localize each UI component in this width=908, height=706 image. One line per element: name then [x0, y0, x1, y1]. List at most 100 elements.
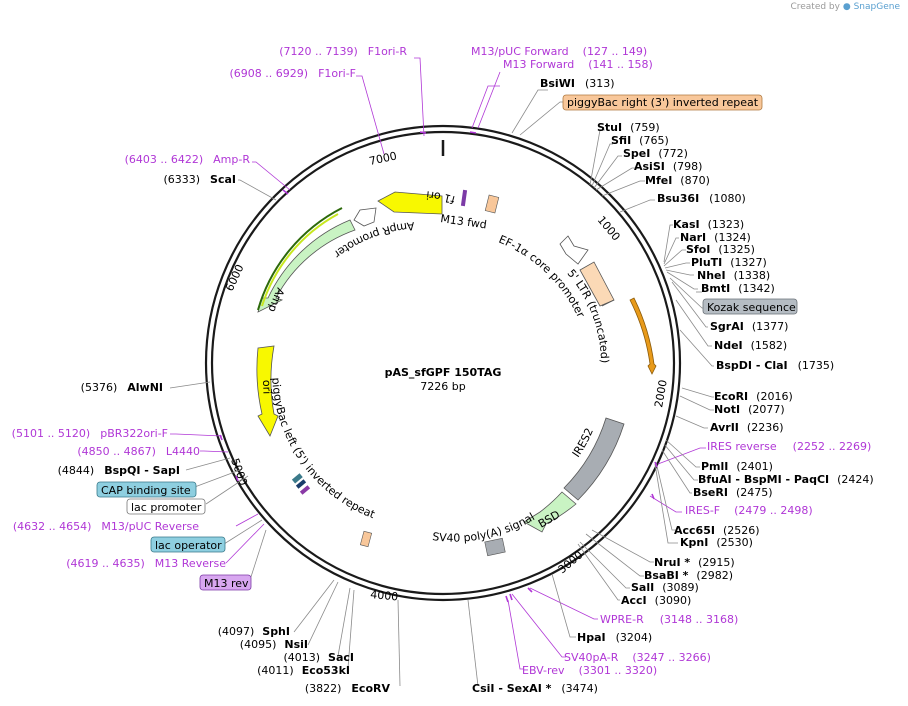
- enzyme-name[interactable]: ScaI: [210, 173, 236, 186]
- feature-f1-ori[interactable]: f1 ori: [377, 188, 456, 215]
- primer-label[interactable]: (5101 .. 5120)pBR322ori-F: [12, 427, 168, 440]
- piggybac-left-label: piggyBac left (5') inverted repeat: [269, 377, 377, 521]
- primer-labels: (7120 .. 7139)F1ori-R (6908 .. 6929)F1or…: [12, 45, 872, 677]
- enzyme-name[interactable]: BspDI - ClaI: [716, 359, 788, 372]
- enzyme-name[interactable]: SfoI: [686, 243, 710, 256]
- enzyme-name[interactable]: Bsu36I: [657, 192, 699, 205]
- enzyme-name[interactable]: PmlI: [701, 460, 728, 473]
- enzyme-name[interactable]: BseRI: [693, 486, 728, 499]
- box-lac-operator[interactable]: lac operator: [150, 536, 226, 553]
- svg-text:(4095)NsiI: (4095) NsiI: [240, 638, 308, 651]
- snapgene-logo: ●: [842, 2, 851, 12]
- primer-label[interactable]: (7120 .. 7139)F1ori-R: [279, 45, 407, 58]
- svg-text:SpeI(772): SpeI(772): [623, 147, 688, 160]
- svg-text:AsiSI(798): AsiSI (798): [634, 160, 702, 173]
- enzyme-pos: (3089): [662, 581, 699, 594]
- enzyme-name[interactable]: AvrII: [710, 421, 739, 434]
- lac-operator-label: lac operator: [155, 539, 222, 552]
- enzyme-name[interactable]: AlwNI: [127, 381, 163, 394]
- feature-ltr[interactable]: [579, 261, 615, 307]
- enzyme-name[interactable]: StuI: [597, 121, 622, 134]
- enzyme-pos: (1080): [709, 192, 746, 205]
- box-lac-promoter[interactable]: lac promoter: [126, 498, 206, 515]
- enzyme-name[interactable]: CsiI - SexAI *: [472, 682, 552, 695]
- lac-promoter-label: lac promoter: [131, 501, 202, 514]
- primer-label[interactable]: (6908 .. 6929)F1ori-F: [230, 67, 357, 80]
- enzyme-pos: (313): [585, 77, 615, 90]
- primer-label[interactable]: (4850 .. 4867)L4440: [77, 445, 200, 458]
- enzyme-name[interactable]: NarI: [680, 231, 706, 244]
- primer-label[interactable]: M13 Forward(141 .. 158): [503, 58, 653, 71]
- enzyme-pos: (2915): [698, 556, 735, 569]
- primer-label[interactable]: WPRE-R(3148 .. 3168): [600, 613, 738, 626]
- box-kozak[interactable]: Kozak sequence: [702, 298, 798, 315]
- enzyme-pos: (798): [673, 160, 703, 173]
- enzyme-name[interactable]: NheI: [697, 269, 726, 282]
- svg-text:SalI(3089): SalI (3089): [631, 581, 699, 594]
- enzyme-name[interactable]: SalI: [631, 581, 654, 594]
- primer-label[interactable]: M13/pUC Forward(127 .. 149): [471, 45, 647, 58]
- enzyme-name[interactable]: NsiI: [284, 638, 308, 651]
- enzyme-name[interactable]: AccI: [621, 594, 647, 607]
- enzyme-name[interactable]: BspQI - SapI: [104, 464, 180, 477]
- primer-label[interactable]: (4632 .. 4654)M13/pUC Reverse: [13, 520, 199, 533]
- enzyme-name[interactable]: PluTI: [691, 256, 722, 269]
- enzyme-pos: (6333): [163, 173, 200, 186]
- enzyme-name[interactable]: NotI: [714, 403, 740, 416]
- feature-ampr[interactable]: [257, 207, 356, 313]
- feature-ef1a-promoter-arrow[interactable]: [559, 235, 589, 265]
- enzyme-pos: (1338): [734, 269, 771, 282]
- enzyme-name[interactable]: NruI *: [654, 556, 690, 569]
- box-cap-site[interactable]: CAP binding site: [96, 481, 197, 498]
- svg-text:SfoI(1325): SfoI(1325): [686, 243, 755, 256]
- enzyme-pos: (870): [680, 174, 710, 187]
- enzyme-name[interactable]: SgrAI: [710, 320, 744, 333]
- enzyme-name[interactable]: HpaI: [577, 631, 606, 644]
- enzyme-name[interactable]: SacI: [328, 651, 354, 664]
- enzyme-name[interactable]: MfeI: [645, 174, 672, 187]
- feature-bsd[interactable]: BSD: [523, 491, 577, 533]
- svg-text:KpnI(2530): KpnI (2530): [680, 536, 753, 549]
- feature-ori[interactable]: ori: [256, 345, 279, 437]
- box-m13-rev[interactable]: M13 rev: [199, 574, 252, 591]
- enzyme-name[interactable]: BmtI: [701, 282, 730, 295]
- enzyme-name[interactable]: KasI: [673, 218, 700, 231]
- enzyme-name[interactable]: EcoRV: [351, 682, 390, 695]
- enzyme-name[interactable]: BfuAI - BspMI - PaqCI: [698, 473, 829, 486]
- enzyme-name[interactable]: AsiSI: [634, 160, 665, 173]
- enzyme-pos: (2526): [723, 524, 760, 537]
- primer-label[interactable]: (6403 .. 6422)Amp-R: [125, 153, 251, 166]
- enzyme-name[interactable]: Eco53kI: [302, 664, 350, 677]
- feature-orange-orf[interactable]: [629, 297, 657, 375]
- feature-ires2[interactable]: [563, 417, 625, 501]
- credit-prefix: Created by: [790, 2, 840, 12]
- enzyme-pos: (1327): [730, 256, 767, 269]
- primer-label[interactable]: SV40pA-R(3247 .. 3266): [564, 651, 711, 664]
- enzyme-pos: (4013): [283, 651, 320, 664]
- primer-label[interactable]: IRES reverse(2252 .. 2269): [707, 440, 871, 453]
- piggybac-right-marker[interactable]: [484, 194, 500, 214]
- svg-text:BsiWI(313): BsiWI (313): [540, 77, 615, 90]
- primer-label[interactable]: IRES-F(2479 .. 2498): [685, 504, 813, 517]
- primer-label[interactable]: EBV-rev(3301 .. 3320): [522, 664, 657, 677]
- svg-text:(5376)AlwNI: (5376)AlwNI: [81, 381, 163, 394]
- plasmid-name: pAS_sfGPF 150TAG: [385, 366, 502, 379]
- enzyme-name[interactable]: SpeI: [623, 147, 650, 160]
- feature-sv40-marker[interactable]: [484, 537, 506, 557]
- enzyme-name[interactable]: Acc65I: [674, 524, 715, 537]
- enzyme-name[interactable]: BsiWI: [540, 77, 575, 90]
- svg-text:NotI(2077): NotI(2077): [714, 403, 785, 416]
- enzyme-pos: (4095): [240, 638, 277, 651]
- enzyme-name[interactable]: SphI: [262, 625, 290, 638]
- enzyme-name[interactable]: NdeI: [714, 339, 743, 352]
- feature-ampr-promoter-arrow[interactable]: [353, 207, 377, 227]
- enzyme-name[interactable]: BsaBI *: [644, 569, 689, 582]
- box-piggybac-right[interactable]: piggyBac right (3') inverted repeat: [562, 94, 763, 111]
- enzyme-labels-right: BsiWI(313) StuI(759) SfiI(765) SpeI(772)…: [472, 77, 874, 695]
- svg-text:PmlI(2401): PmlI(2401): [701, 460, 773, 473]
- primer-label[interactable]: (4619 .. 4635)M13 Reverse: [66, 557, 226, 570]
- enzyme-name[interactable]: EcoRI: [714, 390, 748, 403]
- enzyme-name[interactable]: SfiI: [611, 134, 631, 147]
- enzyme-pos: (2530): [716, 536, 753, 549]
- enzyme-name[interactable]: KpnI: [680, 536, 708, 549]
